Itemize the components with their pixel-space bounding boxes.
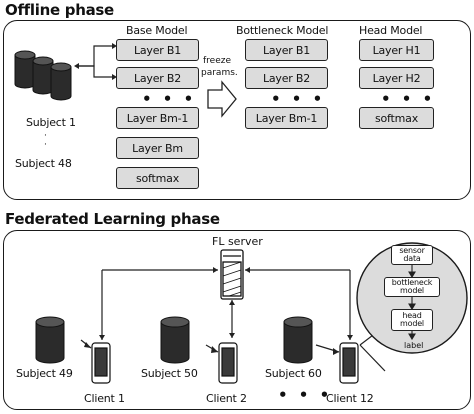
detail-arrows (408, 264, 416, 341)
data-arrow (78, 45, 112, 78)
database-icon (32, 56, 54, 95)
database-icon (14, 50, 36, 89)
base-layer-2: Layer B2 (116, 67, 199, 89)
head-model-title: Head Model (359, 24, 423, 37)
head-layer-1: Layer H1 (359, 39, 434, 61)
subject-ellipsis-dot: · (44, 131, 47, 141)
freeze-label-line1: freeze (203, 56, 232, 66)
subject-ellipsis-dot: · (44, 140, 47, 150)
freeze-label-line2: params. (201, 68, 238, 78)
client-12-label: Client 12 (326, 392, 374, 405)
bottleneck-model-box: bottleneck model (384, 277, 440, 297)
base-layer-m-1: Layer Bm-1 (116, 107, 199, 129)
bottleneck-layer-2: Layer B2 (245, 67, 328, 89)
federated-phase-panel (3, 230, 471, 410)
fl-server-label: FL server (212, 235, 263, 248)
subject-49-label: Subject 49 (16, 367, 73, 380)
label-text: label (404, 341, 424, 350)
offline-phase-panel (3, 20, 471, 200)
freeze-arrow-icon (207, 80, 237, 118)
subject-50-label: Subject 50 (141, 367, 198, 380)
fl-server-icon (220, 249, 244, 300)
subject-60-label: Subject 60 (265, 367, 322, 380)
base-layer-1: Layer B1 (116, 39, 199, 61)
arrowhead (74, 43, 117, 80)
arrowhead (84, 267, 353, 355)
subject-first-label: Subject 1 (26, 116, 76, 129)
database-icon (160, 316, 190, 364)
database-icon (283, 316, 313, 364)
sensor-data-box: sensor data (391, 245, 433, 265)
bottleneck-ellipsis: • • • (271, 90, 326, 108)
base-model-title: Base Model (126, 24, 188, 37)
database-icon (50, 62, 72, 101)
phone-icon (339, 342, 359, 384)
head-layer-2: Layer H2 (359, 67, 434, 89)
client-2-label: Client 2 (206, 392, 247, 405)
phone-icon (218, 342, 238, 384)
subject-last-label: Subject 48 (15, 157, 72, 170)
database-icon (35, 316, 65, 364)
base-layer-m: Layer Bm (116, 137, 199, 159)
federated-phase-title: Federated Learning phase (5, 210, 220, 228)
clients-ellipsis: • • • (278, 386, 333, 404)
base-ellipsis: • • • (142, 90, 197, 108)
bottleneck-layer-1: Layer B1 (245, 39, 328, 61)
base-softmax: softmax (116, 167, 199, 189)
offline-phase-title: Offline phase (5, 1, 114, 19)
head-ellipsis: • • • (381, 90, 436, 108)
head-model-box: head model (391, 309, 433, 331)
bottleneck-model-title: Bottleneck Model (236, 24, 329, 37)
client-1-label: Client 1 (84, 392, 125, 405)
bottleneck-layer-m-1: Layer Bm-1 (245, 107, 328, 129)
phone-icon (91, 342, 111, 384)
head-softmax: softmax (359, 107, 434, 129)
